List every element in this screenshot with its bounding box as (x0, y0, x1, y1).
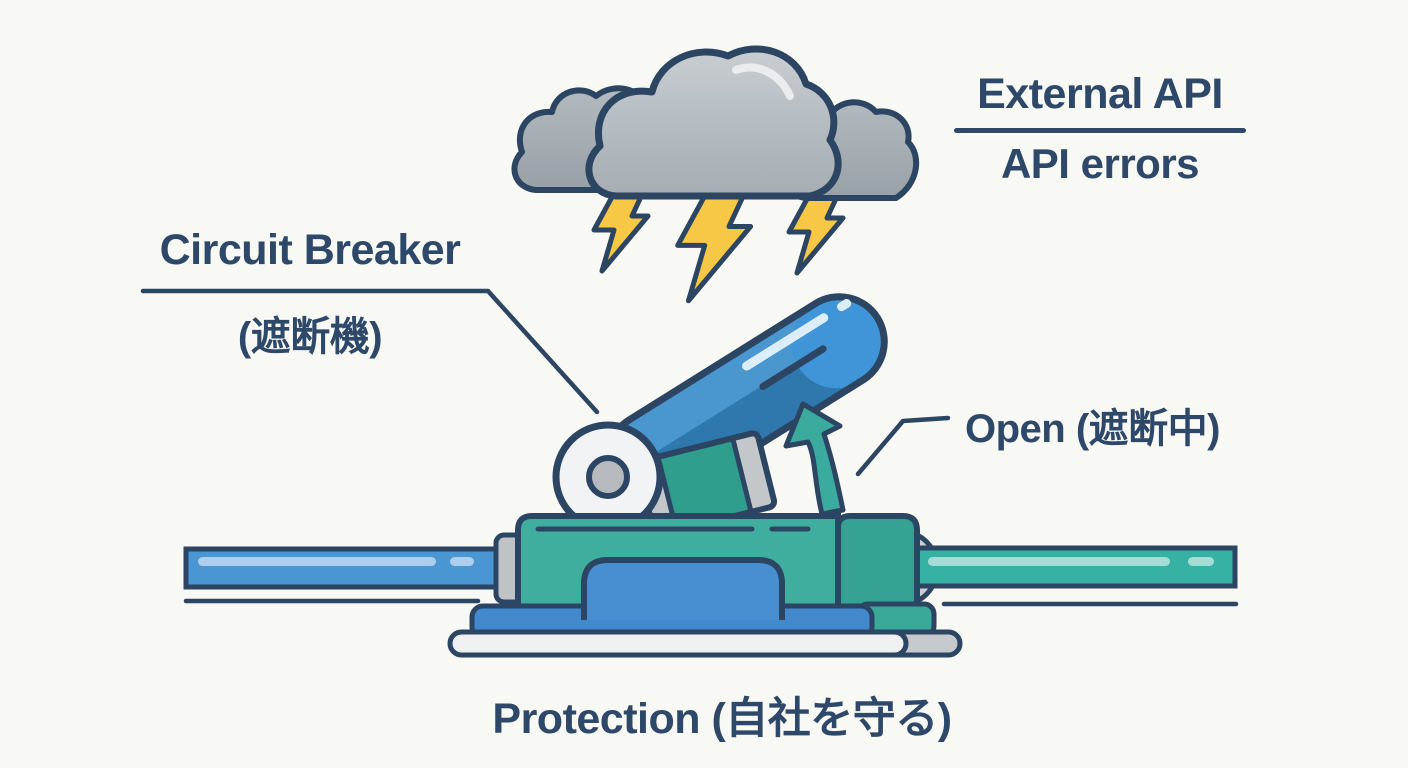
hinge-wheel (552, 421, 664, 533)
base-right-block (835, 513, 920, 615)
lever-groove-dash (759, 345, 827, 390)
storm-clouds (511, 45, 920, 201)
right-pipe-highlight-dash (1188, 557, 1214, 566)
left-pipe (183, 532, 527, 605)
storm-cloud-icon (585, 45, 842, 200)
api-errors-label: API errors (1000, 140, 1200, 187)
open-state-label: Open (遮断中) (965, 407, 1220, 451)
foot-plate-white (447, 629, 909, 658)
external-api-label: External API (977, 70, 1223, 118)
left-pipe-highlight (198, 557, 436, 566)
protection-label: Protection (自社を守る) (492, 695, 952, 743)
leader-lines (140, 288, 951, 477)
lightning-bolt-icon (675, 183, 754, 304)
right-pipe-body (894, 545, 1238, 589)
open-leader-line (855, 415, 951, 477)
external-api-underline (954, 128, 1246, 133)
circuit-breaker-label: Circuit Breaker (159, 226, 461, 274)
circuit-breaker-label-jp: (遮断機) (237, 315, 383, 359)
breaker-foot (447, 557, 963, 658)
base-arch (581, 557, 785, 620)
left-pipe-highlight-dash (450, 557, 474, 566)
lever-highlight-dot (837, 298, 852, 312)
circuit-breaker-leader-line (140, 288, 600, 415)
external-api-label-block: External API API errors (950, 70, 1250, 188)
left-pipe-body (183, 546, 519, 590)
open-direction-arrow-icon (783, 401, 846, 517)
lightning-bolts (591, 183, 846, 304)
hinge-axle (586, 455, 630, 499)
lever-highlight (742, 313, 829, 371)
cloud-highlight (732, 63, 794, 100)
drum-seam-right (730, 437, 754, 513)
right-pipe-highlight (928, 557, 1170, 566)
